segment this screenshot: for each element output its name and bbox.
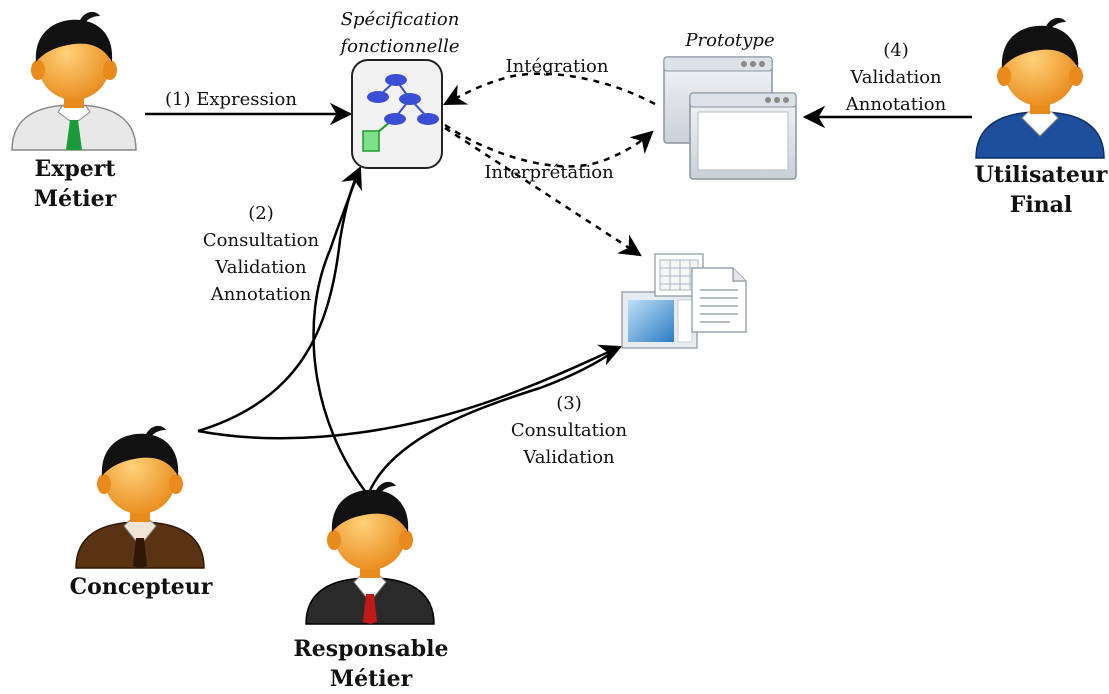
edge-label-step2: (2) Consultation Validation Annotation: [196, 200, 326, 308]
edge-spec-to-prototype: [444, 123, 654, 168]
specification-line1: Spécification: [340, 9, 460, 30]
responsable-metier-line2: Métier: [329, 666, 413, 692]
edge-label-interpretation: Interprétation: [484, 162, 614, 183]
step2-line1: Consultation: [202, 230, 320, 251]
concepteur-avatar: [75, 425, 205, 569]
utilisateur-final-avatar: [975, 17, 1105, 159]
expert-metier-line2: Métier: [33, 186, 117, 212]
step3-number: (3): [556, 393, 582, 414]
step3-line2: Validation: [523, 447, 615, 468]
step2-line3: Annotation: [210, 284, 312, 305]
step2-number: (2): [248, 203, 274, 224]
edge-label-expression: (1) Expression: [165, 89, 297, 110]
step4-line2: Annotation: [845, 94, 947, 115]
edge-label-step4: (4) Validation Annotation: [838, 37, 954, 118]
expert-metier-line1: Expert: [34, 156, 116, 182]
edge-label-integration: Intégration: [505, 56, 609, 77]
edge-integration: [443, 72, 656, 106]
specification-line2: fonctionnelle: [340, 36, 460, 57]
edge-responsable-to-docs: [366, 345, 621, 496]
concepteur-label: Concepteur: [68, 572, 214, 602]
expert-metier-avatar: [11, 11, 137, 151]
specification-icon: [351, 59, 443, 169]
specification-label: Spécification fonctionnelle: [330, 6, 470, 60]
step4-line1: Validation: [850, 67, 942, 88]
concepteur-line1: Concepteur: [69, 574, 213, 600]
utilisateur-final-line2: Final: [1009, 192, 1073, 218]
prototype-windows-icon: [663, 56, 797, 180]
utilisateur-final-label: Utilisateur Final: [974, 160, 1108, 220]
step2-line2: Validation: [215, 257, 307, 278]
edge-concepteur-to-docs: [197, 344, 623, 440]
responsable-metier-avatar: [305, 481, 435, 625]
responsable-metier-line1: Responsable: [293, 636, 449, 662]
edge-label-step3: (3) Consultation Validation: [504, 390, 634, 471]
step3-line1: Consultation: [510, 420, 628, 441]
responsable-metier-label: Responsable Métier: [288, 634, 454, 694]
expert-metier-label: Expert Métier: [20, 154, 130, 214]
step4-number: (4): [883, 40, 909, 61]
edge-interpretation: [444, 126, 642, 257]
utilisateur-final-line1: Utilisateur: [974, 162, 1108, 188]
documents-icon: [621, 253, 747, 349]
prototype-label: Prototype: [685, 30, 775, 51]
